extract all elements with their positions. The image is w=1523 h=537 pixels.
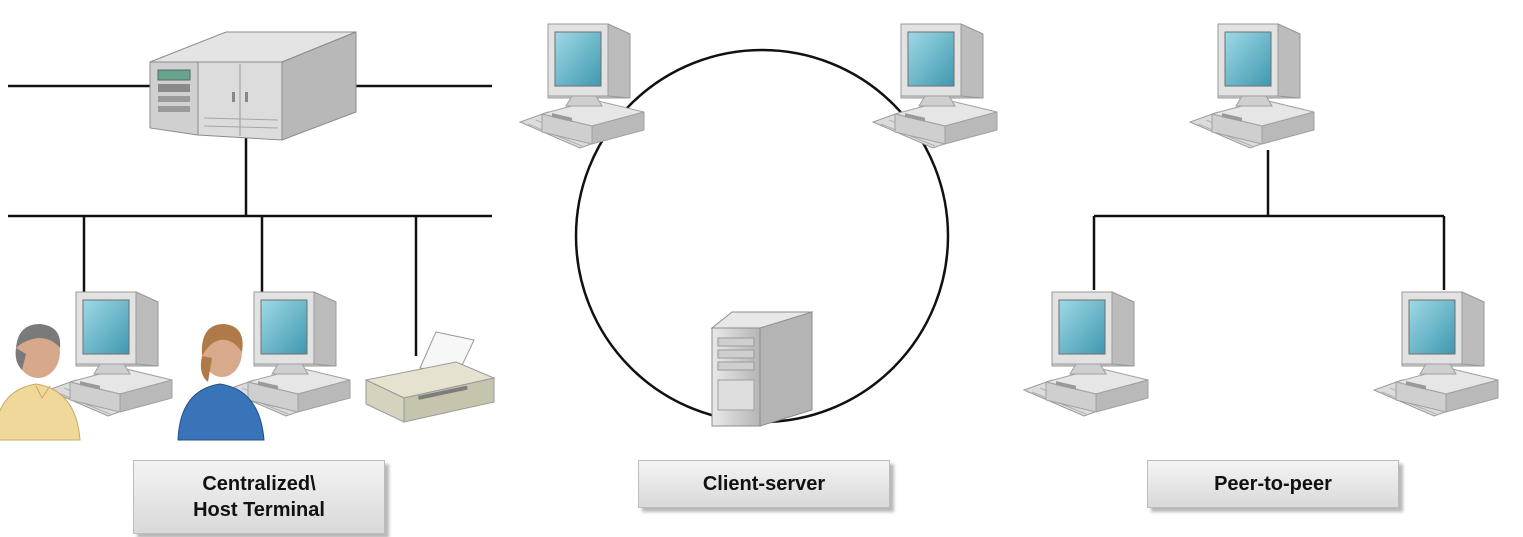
person-icon <box>0 323 81 441</box>
caption-text: Peer-to-peer <box>1214 473 1332 495</box>
client-server-network <box>519 23 998 427</box>
caption-line: Centralized\ <box>202 473 316 495</box>
mainframe-icon <box>149 31 357 141</box>
computer-icon <box>47 291 173 417</box>
computer-icon <box>872 23 998 149</box>
client-server-label: Client-server <box>638 460 890 508</box>
computer-icon <box>519 23 645 149</box>
computer-icon <box>1373 291 1499 417</box>
centralized-network <box>0 31 496 441</box>
peer-to-peer-label: Peer-to-peer <box>1147 460 1399 508</box>
centralized-host-terminal-label: Centralized\ Host Terminal <box>133 460 385 534</box>
computer-icon <box>1189 23 1315 149</box>
caption-text: Client-server <box>702 473 826 495</box>
computer-icon <box>1023 291 1149 417</box>
caption-line: Host Terminal <box>193 499 325 521</box>
printer-icon <box>364 331 496 423</box>
tower-server-icon <box>710 311 814 427</box>
peer-to-peer-network <box>1023 23 1499 417</box>
